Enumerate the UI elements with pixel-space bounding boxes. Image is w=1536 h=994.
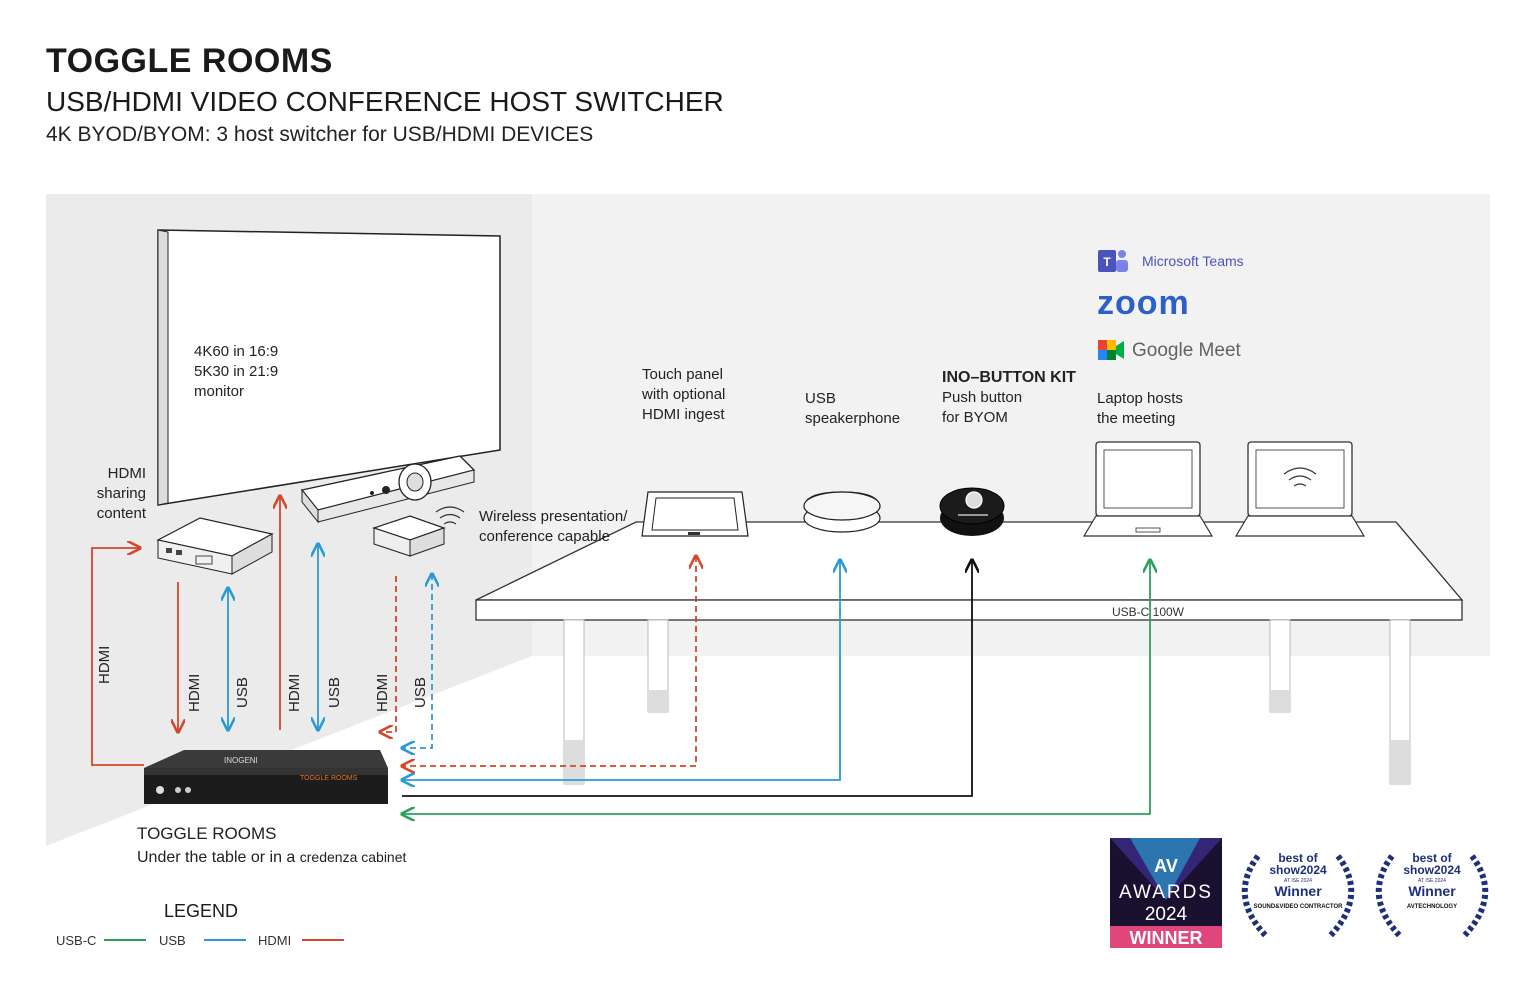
bos2-line4: Winner [1408, 883, 1456, 899]
touch-panel-line3: HDMI ingest [642, 406, 725, 423]
page-subtitle: USB/HDMI VIDEO CONFERENCE HOST SWITCHER [46, 86, 724, 117]
cable-label-usb-camera: USB [326, 677, 343, 708]
cable-label-usb-wireless: USB [412, 677, 429, 708]
device-name: TOGGLE ROOMS [137, 824, 277, 843]
touch-panel [641, 491, 749, 537]
laptop-2 [1234, 441, 1366, 537]
monitor-label: 4K60 in 16:9 5K30 in 21:9 monitor [194, 342, 278, 402]
hdmi-sharing-box [156, 517, 274, 575]
table-usbc-label: USB-C 100W [1112, 605, 1185, 619]
google-meet-icon [1098, 340, 1124, 360]
av-awards-line4: WINNER [1130, 928, 1203, 948]
ino-button-puck [939, 487, 1005, 536]
bos2-line1: best of [1412, 851, 1452, 865]
cable-label-hdmi-monitor: HDMI [286, 673, 303, 712]
page-tagline: 4K BYOD/BYOM: 3 host switcher for USB/HD… [46, 123, 594, 146]
hdmi-sharing-line2: sharing [96, 485, 146, 502]
monitor-line3: monitor [194, 383, 245, 400]
ino-button-title: INO–BUTTON KIT [942, 369, 1076, 386]
wireless-line1: Wireless presentation/ [479, 508, 628, 525]
device-description-a: Under the table or in a [137, 849, 300, 866]
touch-panel-label: Touch panel with optional HDMI ingest [642, 365, 725, 425]
speakerphone-label: USB speakerphone [805, 389, 900, 429]
usb-speakerphone [803, 491, 881, 533]
svg-text:T: T [1103, 255, 1111, 269]
bos1-line3: AT ISE 2024 [1284, 878, 1312, 884]
google-meet-label: Google Meet [1132, 340, 1241, 361]
bos2-line5: AVTECHNOLOGY [1407, 904, 1457, 910]
device-description-b: credenza cabinet [299, 849, 407, 865]
laptop-label: Laptop hosts the meeting [1097, 389, 1183, 429]
page-title: TOGGLE ROOMS [46, 42, 333, 80]
speakerphone-line1: USB [805, 390, 836, 407]
wireless-receiver [372, 506, 465, 557]
bos1-line1: best of [1278, 851, 1318, 865]
device-brand: INOGENI [224, 756, 258, 765]
cable-label-hdmi-wireless: HDMI [374, 673, 391, 712]
av-awards-line2: AWARDS [1119, 882, 1213, 903]
hdmi-sharing-line3: content [96, 505, 146, 522]
laptop-line1: Laptop hosts [1097, 390, 1183, 407]
laptop-1 [1082, 441, 1214, 537]
av-awards-badge: AV AWARDS 2024 WINNER [1110, 838, 1222, 948]
hdmi-sharing-line1: HDMI [107, 465, 146, 482]
teams-icon: T [1098, 250, 1128, 272]
ino-button-line2: for BYOM [942, 409, 1008, 426]
laptop-line2: the meeting [1097, 410, 1176, 427]
cable-label-hdmi-share: HDMI [186, 673, 203, 712]
legend-hdmi: HDMI [258, 933, 292, 948]
bos1-line5: SOUND&VIDEO CONTRACTOR [1254, 904, 1344, 910]
best-of-show-badge-avt: best of show2024 AT ISE 2024 Winner AVTE… [1375, 851, 1489, 939]
legend-usbc: USB-C [56, 933, 97, 948]
ino-button-label: INO–BUTTON KIT Push button for BYOM [942, 368, 1076, 428]
touch-panel-line2: with optional [642, 386, 726, 403]
wireless-label: Wireless presentation/ conference capabl… [479, 507, 627, 547]
cables [91, 496, 1150, 814]
device-model: TOGGLE ROOMS [300, 775, 358, 782]
wall-monitor [157, 229, 501, 506]
cable-label-usb-share: USB [234, 677, 251, 708]
av-awards-line1: AV [1154, 856, 1178, 876]
cable-hdmi-share-in [91, 548, 144, 766]
touch-panel-line1: Touch panel [642, 366, 723, 383]
av-awards-line3: 2024 [1145, 904, 1188, 925]
best-of-show-badge-svc: best of show2024 AT ISE 2024 Winner SOUN… [1241, 851, 1355, 939]
teams-label: Microsoft Teams [1142, 253, 1244, 269]
cable-label-hdmi-loop: HDMI [96, 645, 113, 684]
ino-button-line1: Push button [942, 389, 1023, 406]
bos2-line3: AT ISE 2024 [1418, 878, 1446, 884]
bos1-line2: show2024 [1269, 863, 1327, 877]
wireless-line2: conference capable [479, 528, 610, 545]
cable-hdmi-wireless [380, 576, 397, 732]
cable-usbc-laptop [402, 560, 1150, 814]
legend-usb: USB [159, 933, 186, 948]
legend-title: LEGEND [164, 901, 239, 921]
monitor-line1: 4K60 in 16:9 [194, 343, 279, 360]
bos1-line4: Winner [1274, 883, 1322, 899]
speakerphone-line2: speakerphone [805, 410, 901, 427]
camera-bar [300, 455, 476, 524]
toggle-rooms-device: INOGENI TOGGLE ROOMS [144, 750, 388, 804]
device-description: Under the table or in a credenza cabinet [137, 847, 406, 868]
zoom-logo: zoom [1097, 284, 1190, 322]
bos2-line2: show2024 [1403, 863, 1461, 877]
hdmi-sharing-label: HDMI sharing content [92, 464, 146, 524]
monitor-line2: 5K30 in 21:9 [194, 363, 279, 380]
